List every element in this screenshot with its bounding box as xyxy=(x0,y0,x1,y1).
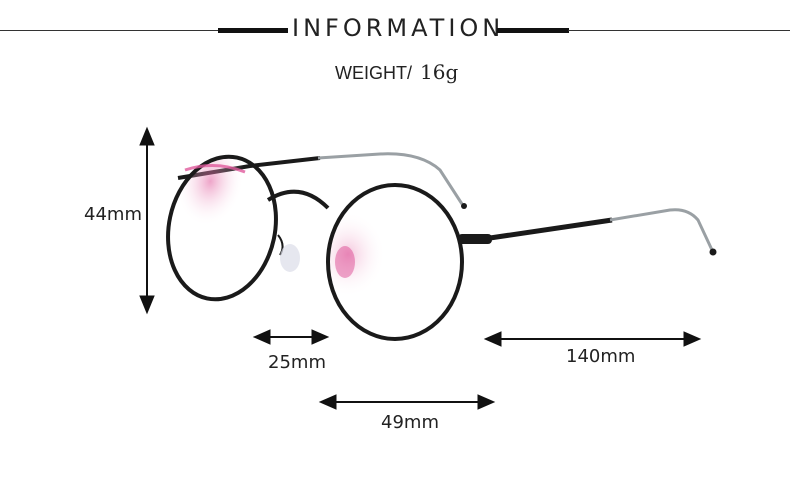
bridge xyxy=(266,189,330,210)
header-right-thick-rule xyxy=(497,28,569,33)
right-lens xyxy=(326,183,464,341)
hinge xyxy=(458,234,492,244)
height-arrow xyxy=(139,126,155,315)
header-right-thin-rule xyxy=(568,30,790,31)
left-lens xyxy=(166,154,278,302)
page-title: INFORMATION xyxy=(292,14,505,42)
lens-width-label: 49mm xyxy=(381,412,439,433)
header-left-thick-rule xyxy=(218,28,288,33)
weight-label: WEIGHT/ xyxy=(335,63,412,83)
bridge-arrow xyxy=(252,329,330,345)
header-left-thin-rule xyxy=(0,30,220,31)
weight-info: WEIGHT/16g xyxy=(335,60,458,84)
temple-arrow xyxy=(483,331,702,347)
lens-width-arrow xyxy=(318,394,496,410)
temple-length-label: 140mm xyxy=(566,346,636,367)
bridge-width-label: 25mm xyxy=(268,352,326,373)
lens-height-label: 44mm xyxy=(84,204,142,225)
weight-value: 16g xyxy=(420,60,459,84)
near-temple xyxy=(461,208,717,256)
header: INFORMATION xyxy=(0,14,790,44)
